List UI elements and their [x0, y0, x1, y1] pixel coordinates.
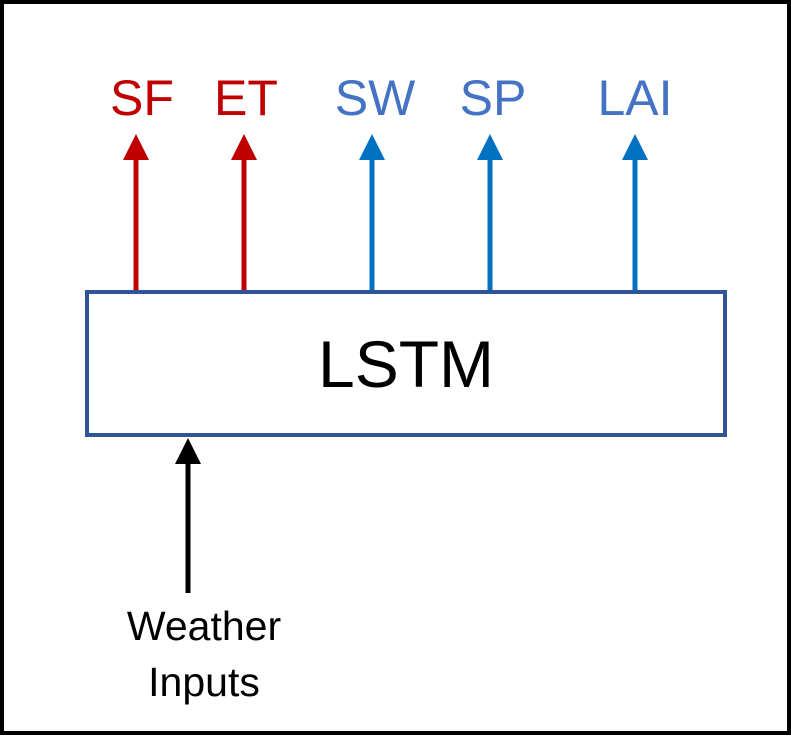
output-label-et: ET — [214, 70, 278, 126]
output-label-sw: SW — [334, 70, 416, 126]
output-arrow-et — [231, 134, 257, 290]
lstm-label: LSTM — [317, 326, 495, 401]
input-label-line2: Inputs — [148, 659, 260, 705]
input-label-line1: Weather — [126, 603, 282, 649]
weather-inputs-label: Weather Inputs — [84, 598, 324, 710]
lstm-box — [85, 290, 727, 437]
output-label-lai: LAI — [597, 70, 673, 126]
output-arrow-lai — [622, 134, 648, 290]
output-arrow-sp — [477, 134, 503, 290]
output-arrow-sw — [359, 134, 385, 290]
output-arrow-sf — [123, 134, 149, 290]
output-label-sp: SP — [459, 70, 527, 126]
input-arrow — [175, 438, 201, 593]
output-label-sf: SF — [110, 70, 174, 126]
